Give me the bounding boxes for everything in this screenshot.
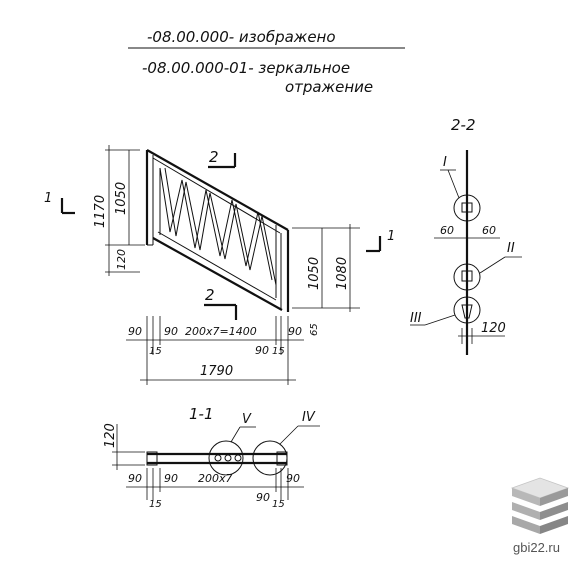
- callout-i: I: [443, 155, 447, 170]
- plan-dim-90-d: 90: [256, 491, 270, 504]
- infill-zigzag-b: [164, 167, 277, 286]
- callout-iv: IV: [302, 410, 316, 425]
- logo-slab-mid-left: [512, 502, 540, 520]
- section-mark-1-left: 1: [44, 191, 52, 206]
- dim-1170: 1170: [93, 195, 108, 228]
- header-line-3: отражение: [285, 78, 373, 96]
- top-rail-inner: [152, 157, 281, 234]
- plan-dim-90-a: 90: [128, 472, 142, 485]
- header-line-1: -08.00.000- изображено: [147, 28, 336, 46]
- plan-dim-15-b: 15: [272, 499, 285, 510]
- dim-total: 1790: [200, 364, 233, 379]
- dim-65: 65: [309, 323, 320, 336]
- plan-1-1-title: 1-1: [189, 405, 214, 423]
- leader-iv: [279, 425, 299, 445]
- dim-60-left: 60: [440, 224, 454, 237]
- infill-zigzag-a: [159, 167, 273, 281]
- dim-15-b: 15: [272, 346, 285, 357]
- callout-v: V: [242, 412, 252, 427]
- logo-slab-top-right: [540, 488, 568, 506]
- dim-90-a: 90: [128, 325, 142, 338]
- profile-middle: [461, 270, 473, 282]
- dim-120: 120: [481, 321, 506, 336]
- detail-circle-v: [208, 440, 244, 476]
- plan-post-left: [146, 451, 158, 466]
- plan-dim-span: 200x7: [198, 472, 233, 485]
- section-mark-1-right: 1: [387, 229, 395, 244]
- dim-60-right: 60: [482, 224, 496, 237]
- leader-iii: [424, 314, 456, 326]
- callout-ii: II: [507, 241, 515, 256]
- top-rail-outer: [146, 149, 289, 231]
- dim-1050-right: 1050: [307, 257, 322, 290]
- plan-dim-120: 120: [103, 423, 118, 448]
- leader-ii: [479, 256, 506, 274]
- plan-bar-2: [224, 454, 232, 462]
- plan-1-1: 1-1 V IV 120 90 90 200x7 90: [103, 405, 320, 510]
- elevation-view: 1170 1050 120 1050 1080 65 1 1 2 2 90 90: [44, 145, 395, 385]
- dim-90-b: 90: [164, 325, 178, 338]
- dim-1050-left: 1050: [114, 182, 129, 215]
- logo-slab-mid-right: [540, 502, 568, 520]
- bottom-rail-outer: [152, 237, 283, 311]
- header: -08.00.000- изображено -08.00.000-01- зе…: [128, 28, 405, 96]
- logo-slab-top-left: [512, 488, 540, 506]
- plan-bar-1: [214, 454, 222, 462]
- section-mark-2-bottom: 2: [205, 286, 215, 304]
- detail-circle-iii: [453, 296, 481, 324]
- plan-dim-90-c: 90: [286, 472, 300, 485]
- dim-1080: 1080: [335, 257, 350, 290]
- dim-span: 200x7=1400: [185, 325, 257, 338]
- dim-90-d: 90: [255, 344, 269, 357]
- dim-90-c: 90: [288, 325, 302, 338]
- dim-120-left: 120: [115, 249, 128, 270]
- section-mark-2-top: 2: [209, 148, 219, 166]
- detail-circle-i: [453, 194, 481, 222]
- logo-slab-bottom-left: [512, 516, 540, 534]
- dim-15-a: 15: [149, 346, 162, 357]
- section-2-2: 2-2 I II III 60 60 120: [410, 116, 522, 355]
- section-2-2-title: 2-2: [451, 116, 476, 134]
- logo-slab-bottom-right: [540, 516, 568, 534]
- detail-circle-ii: [453, 263, 481, 291]
- callout-iii: III: [410, 311, 422, 326]
- leader-i: [447, 169, 460, 199]
- plan-dim-90-b: 90: [164, 472, 178, 485]
- profile-top: [461, 202, 473, 213]
- plan-bar-3: [234, 454, 242, 462]
- brand-logo: [510, 477, 570, 534]
- plan-dim-15-a: 15: [149, 499, 162, 510]
- profile-bottom: [461, 304, 473, 319]
- leader-v: [230, 426, 241, 443]
- bottom-rail-inner: [157, 231, 277, 301]
- brand-site[interactable]: gbi22.ru: [513, 540, 560, 555]
- header-line-2: -08.00.000-01- зеркальное: [142, 59, 350, 77]
- detail-circle-iv: [252, 440, 288, 476]
